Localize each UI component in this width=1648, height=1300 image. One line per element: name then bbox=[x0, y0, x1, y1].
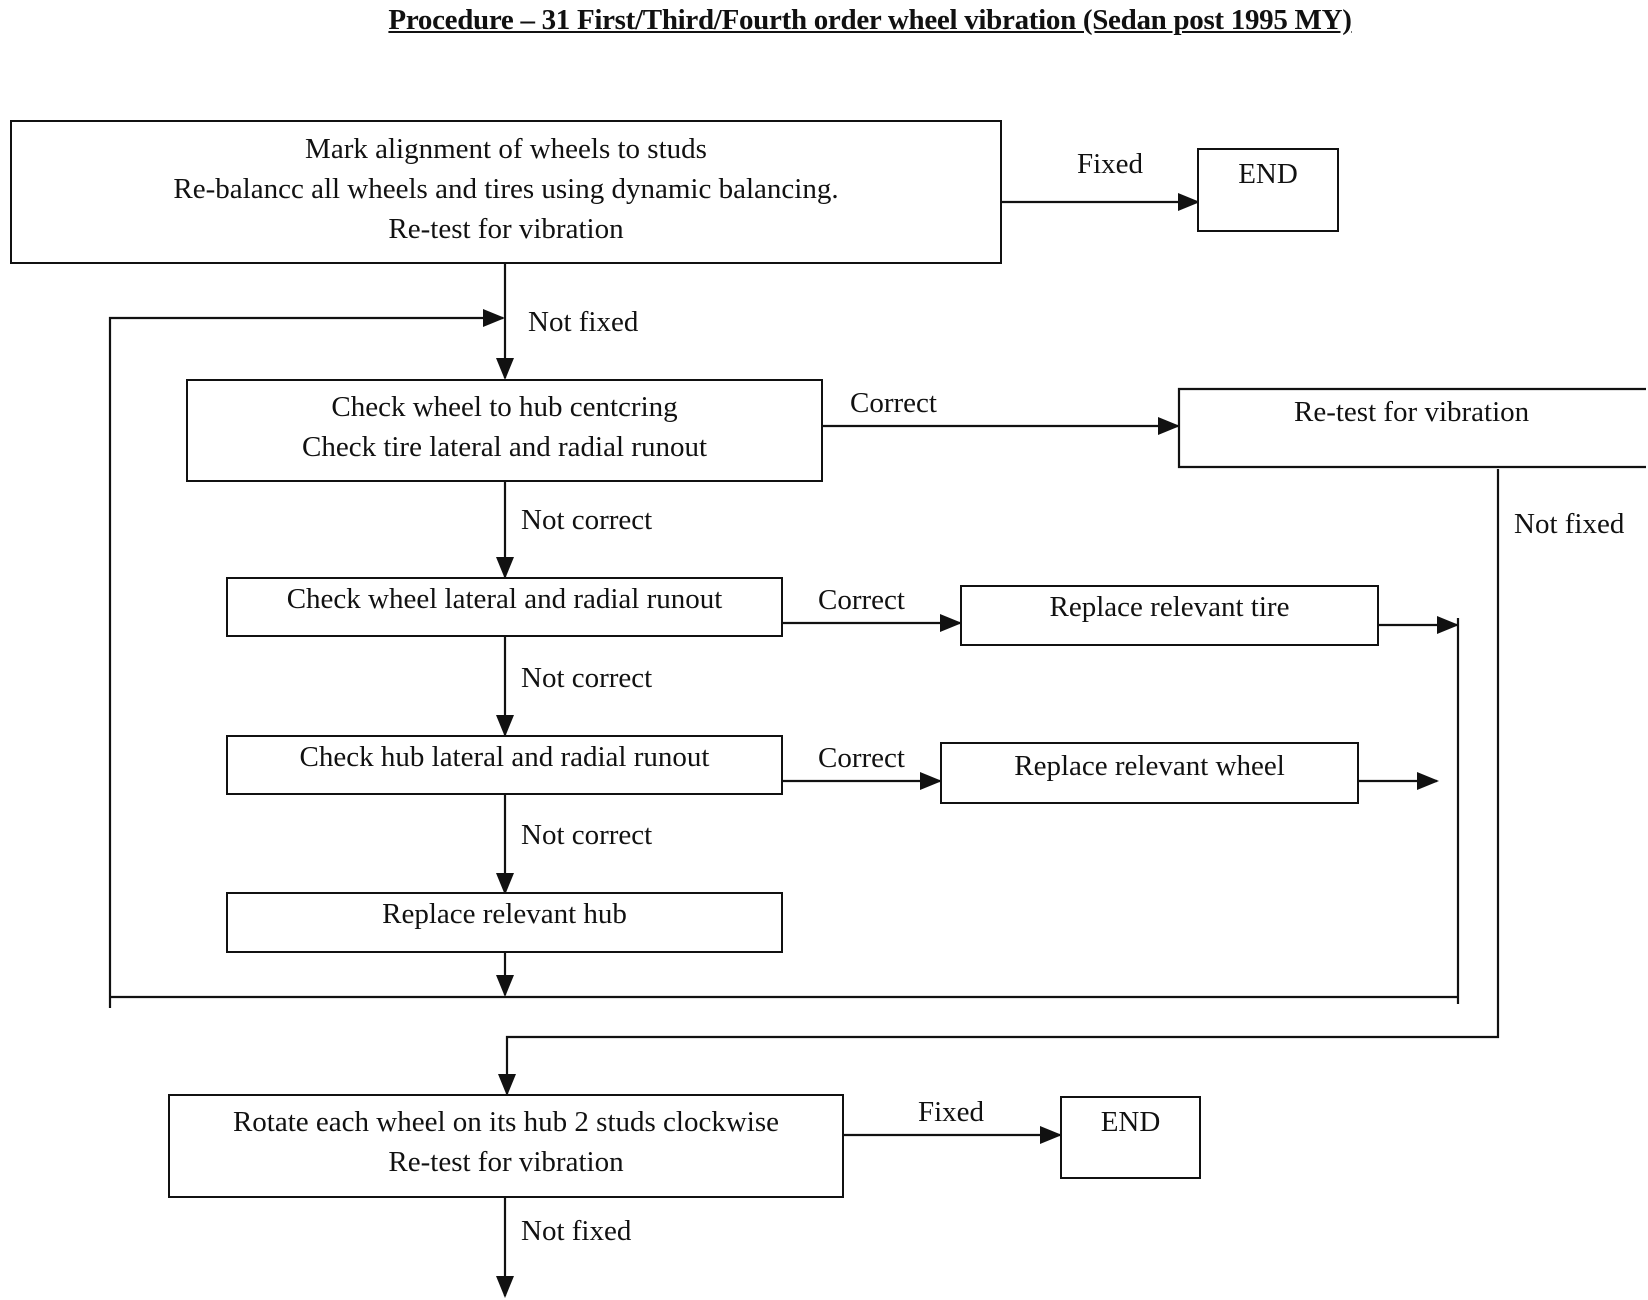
end-bottom-text: END bbox=[1100, 1106, 1161, 1138]
label-correct-1: Correct bbox=[850, 387, 937, 419]
hub-centering-line-1: Check wheel to hub centcring bbox=[331, 391, 678, 423]
replace-tire-box: Replace relevant tire bbox=[960, 585, 1379, 646]
mark-alignment-line-1: Mark alignment of wheels to studs bbox=[305, 133, 707, 165]
retest-box-outline bbox=[1177, 387, 1646, 469]
replace-hub-box: Replace relevant hub bbox=[226, 892, 783, 953]
label-fixed-top: Fixed bbox=[1077, 148, 1144, 180]
label-not-fixed-bottom: Not fixed bbox=[521, 1215, 632, 1247]
hub-centering-box: Check wheel to hub centcring Check tire … bbox=[186, 379, 823, 482]
title-text: Procedure – 31 First/Third/Fourth order … bbox=[388, 4, 1352, 36]
end-top-text: END bbox=[1238, 158, 1298, 190]
label-not-fixed-right: Not fixed bbox=[1514, 508, 1625, 540]
replace-wheel-text: Replace relevant wheel bbox=[1014, 750, 1285, 782]
hub-centering-line-2: Check tire lateral and radial runout bbox=[301, 431, 708, 463]
replace-hub-text: Replace relevant hub bbox=[382, 898, 627, 930]
mark-alignment-box: Mark alignment of wheels to studs Re-bal… bbox=[10, 120, 1002, 264]
arrow-retest-to-rotate bbox=[498, 469, 1500, 1096]
wheel-runout-box: Check wheel lateral and radial runout bbox=[226, 577, 783, 637]
end-box-bottom: END bbox=[1060, 1096, 1201, 1179]
hub-runout-text: Check hub lateral and radial runout bbox=[299, 741, 710, 773]
replace-wheel-box: Replace relevant wheel bbox=[940, 742, 1359, 804]
mark-alignment-line-2: Re-balancc all wheels and tires using dy… bbox=[173, 173, 839, 205]
page-title: Procedure – 31 First/Third/Fourth order … bbox=[0, 0, 1648, 44]
label-not-correct-1: Not correct bbox=[521, 504, 653, 536]
label-correct-3: Correct bbox=[818, 742, 905, 774]
replace-tire-text: Replace relevant tire bbox=[1049, 591, 1290, 623]
label-correct-2: Correct bbox=[818, 584, 905, 616]
end-box-top: END bbox=[1197, 148, 1339, 232]
hub-runout-box: Check hub lateral and radial runout bbox=[226, 735, 783, 795]
label-not-fixed-1: Not fixed bbox=[528, 306, 639, 338]
rotate-line-1: Rotate each wheel on its hub 2 studs clo… bbox=[232, 1106, 780, 1138]
mark-alignment-line-3: Re-test for vibration bbox=[388, 213, 624, 245]
wheel-runout-text: Check wheel lateral and radial runout bbox=[286, 583, 723, 615]
label-not-correct-2: Not correct bbox=[521, 662, 653, 694]
label-fixed-bottom: Fixed bbox=[918, 1096, 985, 1128]
retest-text: Re-test for vibration bbox=[1294, 396, 1530, 428]
rotate-line-2: Re-test for vibration bbox=[388, 1146, 624, 1178]
label-not-correct-3: Not correct bbox=[521, 819, 653, 851]
rotate-box: Rotate each wheel on its hub 2 studs clo… bbox=[168, 1094, 844, 1198]
loop-return-line bbox=[108, 309, 505, 1008]
